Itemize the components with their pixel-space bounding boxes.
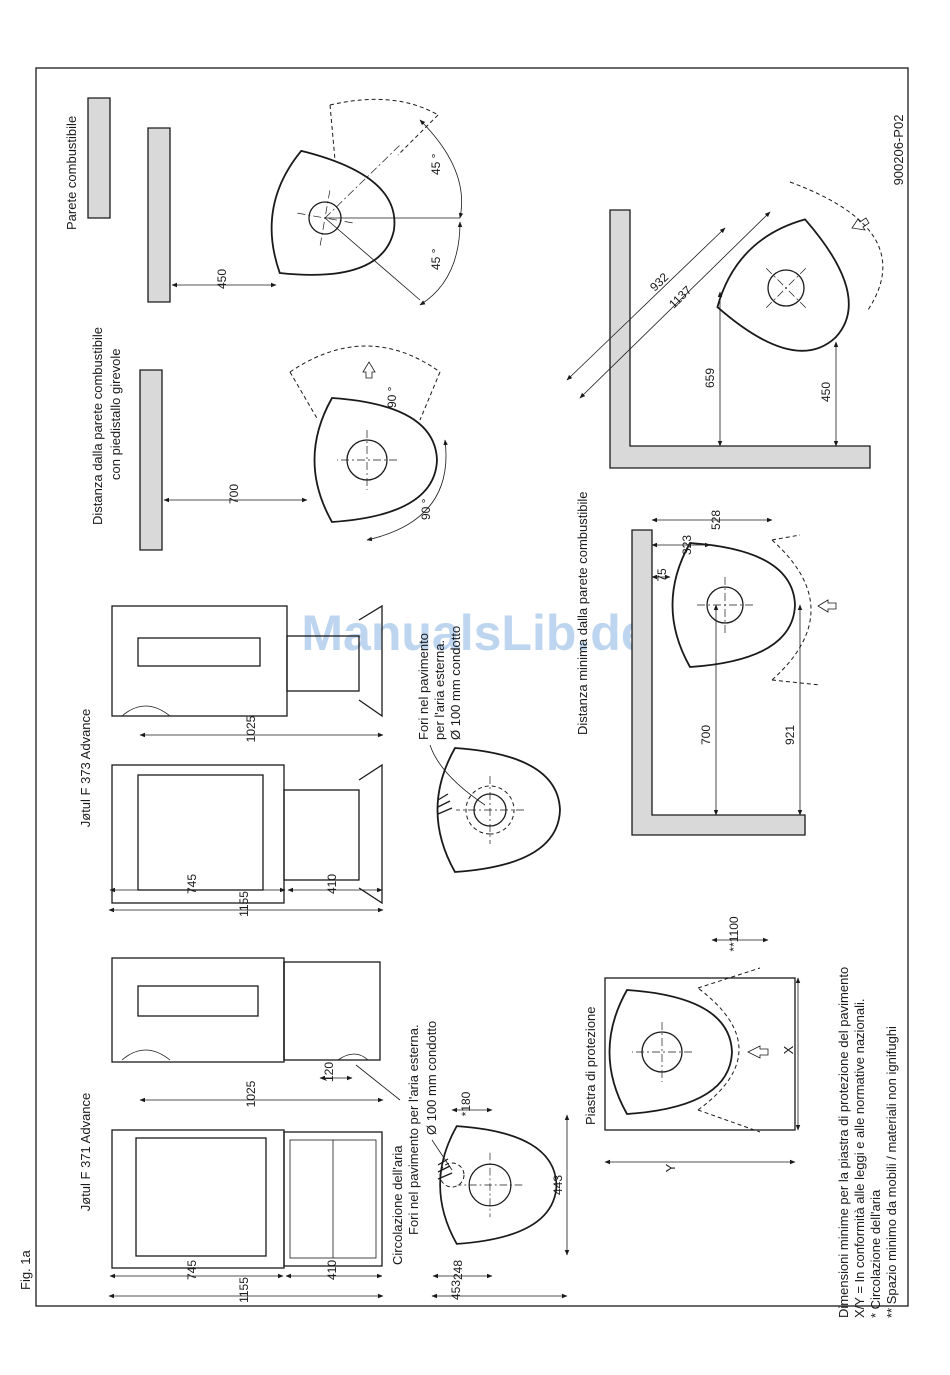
note-line-4: ** Spazio minimo da mobili / materiali n… (884, 1026, 899, 1318)
angle-90-b: 90 ° (419, 498, 433, 520)
protection-plate-view: Y X **1100 (604, 916, 801, 1172)
dim-659: 659 (703, 368, 717, 388)
combustible-wall-view: 450 45 ° 45 ° (87, 97, 464, 306)
dim-1155: 1155 (237, 1277, 251, 1303)
dim-1137: 1137 (666, 283, 695, 311)
dim-410-373: 410 (325, 874, 339, 894)
corner-view: 659 450 932 1137 (566, 181, 884, 469)
min-distance-view: 700 921 75 323 528 (631, 510, 837, 836)
swivel-label-1: Distanza dalla parete combustibile (90, 327, 105, 525)
angle-45-a: 45 ° (429, 153, 443, 175)
f371-elevation-side (111, 957, 381, 1063)
dim-75: 75 (655, 568, 669, 582)
f371-top-dimensions: 453 248 443 *180 (431, 1091, 570, 1300)
dim-248: 248 (451, 1260, 465, 1280)
dim-745-373: 745 (185, 874, 199, 894)
model-title-f373: Jøtul F 373 Advance (78, 709, 93, 828)
angle-45-b: 45 ° (429, 248, 443, 270)
f371-air-vent (437, 1158, 465, 1188)
dim-921: 921 (783, 725, 797, 745)
dim-y: Y (663, 1163, 678, 1172)
floor-holes-label-2: Ø 100 mm condotto (424, 1021, 439, 1135)
dim-932: 932 (647, 270, 671, 294)
dim-450-wall: 450 (215, 269, 229, 289)
dim-1025: 1025 (244, 1080, 258, 1107)
combustible-wall-label: Parete combustibile (64, 116, 79, 230)
dim-x: X (781, 1045, 796, 1054)
dim-323: 323 (680, 535, 694, 555)
dim-180: *180 (459, 1091, 473, 1116)
dim-450-corner: 450 (819, 382, 833, 402)
page-frame (35, 67, 909, 1307)
f371-elevation-front (111, 1129, 383, 1269)
swivel-view: 700 90 ° 90 ° (139, 345, 448, 551)
f373-elevation-side (111, 604, 383, 718)
angle-90-a: 90 ° (385, 386, 399, 408)
dim-1155-373: 1155 (237, 891, 251, 917)
floor-holes-373-label-3: Ø 100 mm condotto (448, 626, 463, 740)
dim-745: 745 (185, 1260, 199, 1280)
floor-holes-label-1: Fori nel pavimento per l'aria esterna. (406, 1024, 421, 1235)
floor-holes-373-label-2: per l'aria esterna. (432, 640, 447, 740)
dim-700-swivel: 700 (227, 484, 241, 504)
dim-410: 410 (325, 1260, 339, 1280)
min-distance-label: Distanza minima dalla parete combustibil… (575, 491, 590, 735)
f373-elevation-front (111, 763, 383, 905)
note-line-2: X/Y = In conformità alle leggi e alle no… (852, 998, 867, 1318)
floor-holes-373-label-1: Fori nel pavimento (416, 633, 431, 740)
f371-top-view (439, 1125, 558, 1245)
dim-1025-373: 1025 (244, 715, 258, 742)
dim-1100: **1100 (727, 916, 741, 951)
dim-528: 528 (709, 510, 723, 530)
f373-top-view (436, 747, 561, 873)
doc-code: 900206-P02 (891, 115, 906, 186)
dim-443: 443 (551, 1175, 565, 1195)
dim-453: 453 (449, 1280, 463, 1300)
f373-dimensions: 1155 745 410 1025 (108, 715, 384, 917)
watermark-text: ManualsLib.de (301, 605, 648, 661)
swivel-label-2: con piedistallo girevole (108, 348, 123, 480)
note-line-3: * Circolazione dell'aria (868, 1189, 883, 1318)
air-circulation-label: Circolazione dell'aria (390, 1145, 405, 1265)
model-title-f371: Jøtul F 371 Advance (78, 1093, 93, 1212)
dim-700-min: 700 (699, 725, 713, 745)
notes-block: Dimensioni minime per la piastra di prot… (836, 967, 899, 1318)
figure-label: Fig. 1a (18, 1249, 33, 1290)
dim-120: 120 (322, 1062, 336, 1082)
f371-dimensions: 1155 745 410 1025 120 (108, 1062, 384, 1303)
note-line-1: Dimensioni minime per la piastra di prot… (836, 967, 851, 1318)
protection-plate-label: Piastra di protezione (583, 1006, 598, 1125)
